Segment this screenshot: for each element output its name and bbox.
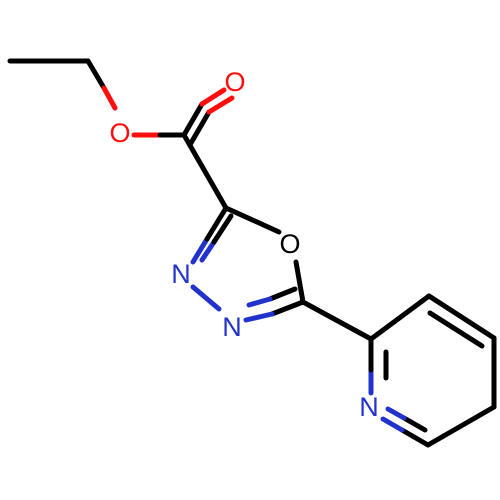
bond-o1-c5 <box>293 259 306 305</box>
bond-py-c2-c3 <box>368 293 432 342</box>
atom-o-ester: O <box>109 118 130 148</box>
bond-py-c6-n-inner-black <box>401 415 428 433</box>
bond-py-c6-n-blue <box>380 416 405 433</box>
bond-c2-o1 <box>223 205 282 235</box>
bond-c-o-double-a-black <box>181 101 205 138</box>
bond-oxadiazole-pyridine <box>300 299 374 342</box>
bond-c5-n4-inner-blue <box>246 296 273 308</box>
bond-py-c5-c6 <box>425 404 497 448</box>
bond-py-c3-c4 <box>426 293 497 341</box>
bond-c5-n4-inner-black <box>267 286 298 302</box>
atom-o-carbonyl: O <box>224 67 245 97</box>
atom-n4: N <box>222 312 242 342</box>
bond-n4-n3 <box>190 284 222 312</box>
bond-n3-c2-inner-blue <box>199 239 217 263</box>
bond-py-c3-c4-inner <box>427 310 485 349</box>
bond-py-c6-n-inner-blue <box>385 406 407 421</box>
bond-c-o-double-b-red <box>206 95 235 115</box>
atom-n3: N <box>171 259 191 289</box>
atom-n-pyridine: N <box>359 392 379 422</box>
bond-c-o-double-a-red <box>199 87 227 107</box>
bond-n3-c2-black <box>204 205 229 242</box>
bond-c5-n4-black <box>269 299 306 317</box>
bond-carbonyl-ring <box>181 132 229 211</box>
bond-ch2-o-red <box>101 85 118 111</box>
bond-n3-c2-inner-black <box>211 213 234 245</box>
atom-o-ring: O <box>279 229 300 259</box>
bond-py-c6-n-black <box>399 427 431 448</box>
bond-n3-c2-blue <box>190 236 210 265</box>
bond-c-o-double-b-black <box>188 109 212 146</box>
bond-c5-n4-blue <box>243 311 275 323</box>
bond-ch2-o-black <box>85 58 107 91</box>
